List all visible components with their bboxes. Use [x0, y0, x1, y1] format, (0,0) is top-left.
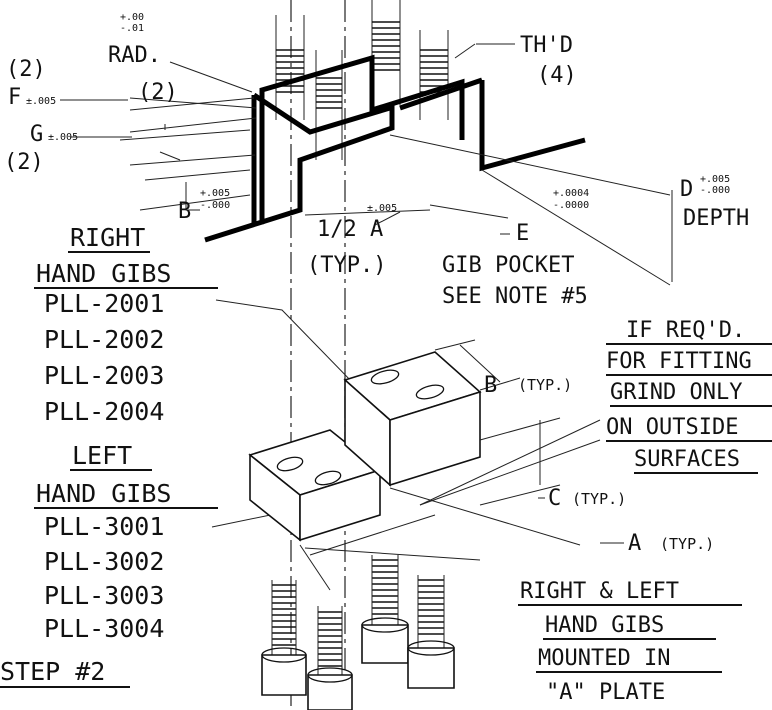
lower-dimension-lines [299, 339, 601, 591]
right-gib-block [343, 351, 482, 487]
right-gibs-leader [215, 299, 356, 386]
step-label: STEP #2 [0, 657, 105, 686]
fitting-note: IF REQ'D. FOR FITTING GRIND ONLY ON OUTS… [606, 318, 772, 474]
d-label: D [680, 177, 693, 202]
g-count: (2) [4, 150, 44, 175]
rad-tol-minus: -.01 [120, 23, 144, 34]
right-gibs-heading-2: HAND GIBS [36, 259, 171, 288]
e-label: E [516, 221, 529, 246]
callout-leaders [60, 43, 515, 235]
half-a-tol: ±.005 [367, 203, 397, 214]
rad-label: RAD. [108, 43, 161, 68]
fitting-note-line-1: IF REQ'D. [626, 318, 745, 343]
g-tol: ±.005 [48, 132, 78, 143]
pocket-stud-3 [371, 0, 401, 105]
right-gib-part-1: PLL-2001 [44, 289, 164, 318]
dimension-lines [119, 61, 673, 286]
bottom-screw-2 [307, 606, 353, 710]
d-depth: DEPTH [683, 206, 749, 231]
mounted-note-line-3: MOUNTED IN [538, 646, 670, 671]
dim-c-typ: (TYP.) [572, 490, 626, 508]
right-gibs-heading-1: RIGHT [70, 223, 145, 252]
right-gib-hole-2 [415, 384, 445, 400]
b-tol-minus: -.000 [200, 200, 230, 211]
half-a-typ: (TYP.) [307, 253, 386, 278]
d-tol-minus: -.000 [700, 185, 730, 196]
mounted-note-line-4: "A" PLATE [546, 680, 665, 705]
g-label: G [30, 122, 43, 147]
left-gibs-heading-2: HAND GIBS [36, 479, 171, 508]
f-label: F [8, 85, 21, 110]
dim-c-label: C [548, 486, 561, 511]
pocket-stud-1 [275, 15, 305, 120]
mounted-note-line-2: HAND GIBS [545, 613, 664, 638]
left-gib-part-1: PLL-3001 [44, 512, 164, 541]
bottom-screw-4 [407, 575, 455, 689]
left-gib-hole-2 [314, 470, 342, 486]
d-tol-plus: +.005 [700, 174, 730, 185]
dim-b-label: B [484, 373, 497, 398]
fitting-note-line-2: FOR FITTING [606, 349, 752, 374]
see-note: SEE NOTE #5 [442, 284, 588, 309]
bottom-screw-3 [361, 555, 409, 664]
f-count: (2) [6, 57, 46, 82]
half-a-label: 1/2 A [317, 217, 383, 242]
e-tol-minus: -.0000 [553, 200, 589, 211]
b-label: B [178, 199, 191, 224]
right-gib-part-4: PLL-2004 [44, 397, 164, 426]
right-gib-part-3: PLL-2003 [44, 361, 164, 390]
rad-tol-plus: +.00 [120, 12, 144, 23]
rad-count: (2) [138, 80, 178, 105]
left-gib-part-4: PLL-3004 [44, 614, 164, 643]
dim-a-typ: (TYP.) [660, 535, 714, 553]
right-gib-part-2: PLL-2002 [44, 325, 164, 354]
left-gib-part-3: PLL-3003 [44, 581, 164, 610]
gib-pocket-outline [204, 54, 586, 243]
thd-count: (4) [537, 63, 577, 88]
left-gib-part-2: PLL-3002 [44, 547, 164, 576]
bottom-screw-1 [261, 580, 307, 696]
left-gib-hole-1 [276, 456, 304, 472]
f-tol: ±.005 [26, 96, 56, 107]
fitting-note-line-4: ON OUTSIDE [606, 415, 738, 440]
thd-label: TH'D [520, 33, 573, 58]
pocket-stud-4 [419, 30, 449, 120]
e-tol-plus: +.0004 [553, 188, 589, 199]
gib-pocket: GIB POCKET [442, 253, 574, 278]
b-tol-plus: +.005 [200, 188, 230, 199]
fitting-note-line-3: GRIND ONLY [610, 380, 742, 405]
mounted-note-line-1: RIGHT & LEFT [520, 579, 679, 604]
dim-b-typ: (TYP.) [518, 376, 572, 394]
dim-a-label: A [628, 531, 641, 556]
left-gibs-heading-1: LEFT [72, 441, 132, 470]
fitting-note-line-5: SURFACES [634, 447, 740, 472]
mounted-note: RIGHT & LEFT HAND GIBS MOUNTED IN "A" PL… [518, 579, 742, 705]
right-gib-hole-1 [370, 369, 400, 385]
